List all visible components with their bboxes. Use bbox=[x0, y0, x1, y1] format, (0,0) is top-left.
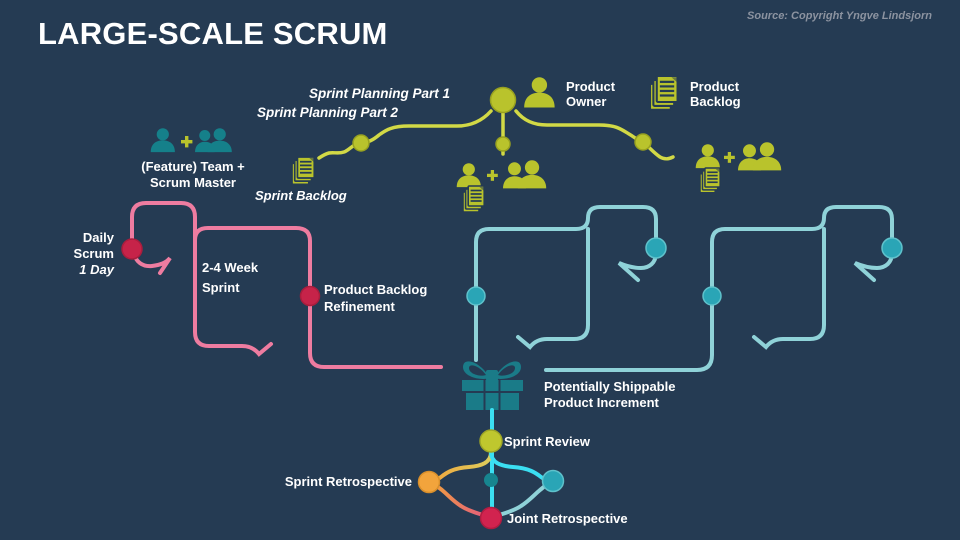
backlog-refinement-label: Product Backlog Refinement bbox=[324, 282, 428, 314]
source-credit: Source: Copyright Yngve Lindsjorn bbox=[747, 10, 932, 22]
feature-team-plus-icon bbox=[181, 136, 193, 148]
sprint-review-label: Sprint Review bbox=[504, 434, 590, 449]
backlog-refinement-dot bbox=[299, 285, 321, 307]
team3-backlog-icon bbox=[699, 167, 721, 194]
team3-refinement-dot bbox=[702, 286, 722, 306]
daily-scrum-loop-line bbox=[130, 201, 273, 357]
team2-backlog-icon bbox=[462, 185, 486, 213]
product-owner-label: Product Owner bbox=[566, 79, 616, 109]
daily-scrum-curl-line bbox=[132, 250, 172, 275]
product-backlog-label: Product Backlog bbox=[690, 79, 741, 109]
team3-main-loop-line bbox=[544, 205, 894, 372]
team3-persons-icon bbox=[738, 142, 782, 171]
sprint-backlog-node bbox=[352, 134, 370, 152]
team3-daily-dot bbox=[881, 237, 903, 259]
joint-retrospective-dot bbox=[479, 506, 503, 530]
sprint-planning-part2-label: Sprint Planning Part 2 bbox=[256, 105, 398, 120]
center-small-dot bbox=[484, 473, 498, 487]
feature-team-person-icon bbox=[150, 128, 175, 153]
po-branch-right-line bbox=[514, 109, 675, 161]
shippable-increment-label: Potentially Shippable Product Increment bbox=[544, 379, 676, 410]
team-retrospective-dot bbox=[541, 469, 565, 493]
sprint-box-line bbox=[193, 226, 443, 369]
sprint-loop-team2 bbox=[474, 205, 658, 362]
sprint-duration-label: 2-4 Week Sprint bbox=[202, 260, 259, 295]
sprint-loop-team3 bbox=[544, 205, 894, 372]
product-owner-network-nodes bbox=[352, 86, 652, 152]
sprint-review-dot bbox=[479, 429, 503, 453]
team2-main-loop-line bbox=[474, 205, 658, 362]
product-backlog-icon bbox=[648, 74, 679, 111]
sprint-loop-pink bbox=[130, 201, 443, 369]
sprint-planning-part1-label: Sprint Planning Part 1 bbox=[308, 86, 450, 101]
daily-scrum-label: Daily Scrum 1 Day bbox=[73, 230, 114, 277]
sprint-backlog-label: Sprint Backlog bbox=[255, 188, 347, 203]
right-team-node bbox=[634, 133, 652, 151]
team2-person-icon bbox=[456, 163, 481, 188]
joint-retrospective-label: Joint Retrospective bbox=[507, 511, 628, 526]
team3-person-icon bbox=[695, 144, 720, 169]
pink-loop-dots bbox=[121, 238, 321, 307]
product-owner-icon bbox=[524, 77, 555, 108]
team3-daily-curl-line bbox=[853, 251, 894, 282]
teal-loop-dots bbox=[466, 237, 903, 306]
feature-team-label: (Feature) Team + Scrum Master bbox=[141, 159, 245, 190]
sprint-retrospective-dot bbox=[417, 470, 441, 494]
team3-box-line bbox=[752, 227, 826, 350]
team2-daily-curl-line bbox=[617, 251, 658, 282]
center-team-node bbox=[495, 136, 511, 152]
gift-icon bbox=[462, 361, 523, 410]
product-owner-node bbox=[489, 86, 517, 114]
sprint-backlog-icon bbox=[291, 156, 316, 186]
retro-to-joint-line bbox=[427, 482, 491, 519]
team2-refinement-dot bbox=[466, 286, 486, 306]
page-title: LARGE-SCALE SCRUM bbox=[38, 16, 388, 51]
daily-scrum-dot bbox=[121, 238, 143, 260]
team2-persons-icon bbox=[503, 160, 547, 189]
team2-plus-icon bbox=[487, 170, 498, 181]
sprint-retrospective-label: Sprint Retrospective bbox=[284, 474, 412, 489]
team2-daily-dot bbox=[645, 237, 667, 259]
team3-plus-icon bbox=[724, 152, 735, 163]
feature-team-persons-icon bbox=[195, 128, 232, 153]
team2-box-line bbox=[516, 227, 590, 350]
